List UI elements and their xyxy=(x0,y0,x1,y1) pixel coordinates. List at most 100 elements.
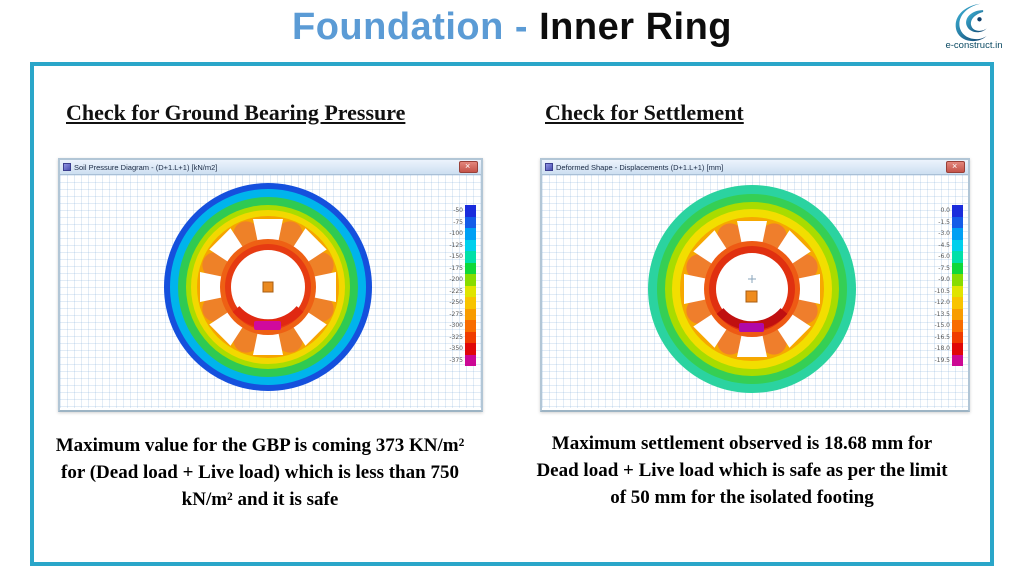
colorbar-swatch xyxy=(952,331,963,343)
colorbar-value: -9.0 xyxy=(938,276,950,283)
colorbar-swatch xyxy=(952,251,963,263)
colorbar-row: -300 xyxy=(442,320,476,332)
colorbar-value: -300 xyxy=(449,322,463,329)
colorbar-row: -375 xyxy=(442,354,476,366)
colorbar-row: -12.0 xyxy=(929,297,963,309)
colorbar-value: -15.0 xyxy=(934,322,950,329)
window-icon xyxy=(63,163,71,171)
colorbar-swatch xyxy=(465,297,476,309)
window-titlebar[interactable]: Deformed Shape - Displacements (D+1.L+1)… xyxy=(542,160,968,175)
settlement-caption: Maximum settlement observed is 18.68 mm … xyxy=(514,430,970,511)
colorbar-row: -13.5 xyxy=(929,308,963,320)
company-logo: e-construct.in xyxy=(929,1,1019,51)
colorbar-row: -9.0 xyxy=(929,274,963,286)
caption-line: Maximum settlement observed is 18.68 mm … xyxy=(551,433,933,454)
caption-line: Dead load + Live load which is safe as p… xyxy=(536,460,948,481)
colorbar-value: -250 xyxy=(449,299,463,306)
colorbar-row: -10.5 xyxy=(929,285,963,297)
colorbar-value: -225 xyxy=(449,287,463,295)
colorbar-value: -13.5 xyxy=(934,310,950,318)
colorbar-row: -100 xyxy=(442,228,476,240)
colorbar-row: -15.0 xyxy=(929,320,963,332)
colorbar-row: -18.0 xyxy=(929,343,963,355)
caption-line: of 50 mm for the isolated footing xyxy=(610,487,874,508)
colorbar-value: -200 xyxy=(449,276,463,283)
colorbar-value: -325 xyxy=(449,333,463,341)
colorbar-value: -18.0 xyxy=(934,345,950,352)
colorbar-swatch xyxy=(952,354,963,366)
colorbar-value: -125 xyxy=(449,241,463,249)
colorbar-row: -250 xyxy=(442,297,476,309)
colorbar-value: -100 xyxy=(449,230,463,237)
heading-ground-bearing-pressure: Check for Ground Bearing Pressure xyxy=(66,100,406,125)
colorbar-value: -10.5 xyxy=(934,287,950,295)
colorbar-swatch xyxy=(465,228,476,240)
colorbar-value: -175 xyxy=(449,264,463,272)
colorbar-value: -275 xyxy=(449,310,463,318)
colorbar-value: -50 xyxy=(453,207,463,214)
colorbar-row: -125 xyxy=(442,239,476,251)
colorbar-value: -3.0 xyxy=(938,230,950,237)
e-construct-logo-icon xyxy=(955,3,987,42)
colorbar-swatch xyxy=(465,239,476,251)
colorbar-value: -4.5 xyxy=(938,241,950,249)
colorbar-value: -1.5 xyxy=(938,218,950,226)
colorbar-swatch xyxy=(952,205,963,217)
colorbar-row: 0.0 xyxy=(929,205,963,217)
colorbar-swatch xyxy=(952,274,963,286)
soil-pressure-window: Soil Pressure Diagram - (D+1.L+1) [kN/m2… xyxy=(58,158,483,412)
colorbar-swatch xyxy=(465,308,476,320)
plot-area: -50 -75 -100 xyxy=(60,175,481,408)
colorbar-swatch xyxy=(465,331,476,343)
colorbar-value: -7.5 xyxy=(938,264,950,272)
close-icon[interactable] xyxy=(946,161,965,173)
colorbar-swatch xyxy=(952,228,963,240)
colorbar-swatch xyxy=(952,343,963,355)
colorbar-row: -7.5 xyxy=(929,262,963,274)
close-icon[interactable] xyxy=(459,161,478,173)
colorbar-swatch xyxy=(465,320,476,332)
colorbar-value: -6.0 xyxy=(938,253,950,260)
gbp-caption: Maximum value for the GBP is coming 373 … xyxy=(42,432,478,513)
colorbar-row: -350 xyxy=(442,343,476,355)
colorbar-row: -225 xyxy=(442,285,476,297)
colorbar-row: -1.5 xyxy=(929,216,963,228)
colorbar-value: -375 xyxy=(449,356,463,364)
caption-line: Maximum value for the GBP is coming 373 … xyxy=(55,435,465,456)
settlement-colorbar: 0.0 -1.5 -3.0 xyxy=(929,205,963,366)
caption-line: for (Dead load + Live load) which is les… xyxy=(61,462,459,483)
colorbar-swatch xyxy=(952,297,963,309)
heading-settlement: Check for Settlement xyxy=(545,100,744,125)
colorbar-value: 0.0 xyxy=(940,207,950,214)
colorbar-swatch xyxy=(952,216,963,228)
window-title: Deformed Shape - Displacements (D+1.L+1)… xyxy=(556,162,724,172)
colorbar-value: -75 xyxy=(453,218,463,226)
colorbar-row: -19.5 xyxy=(929,354,963,366)
page-title: Foundation - Inner Ring xyxy=(0,6,1024,49)
window-titlebar[interactable]: Soil Pressure Diagram - (D+1.L+1) [kN/m2… xyxy=(60,160,481,175)
caption-line: kN/m² and it is safe xyxy=(181,489,339,510)
colorbar-swatch xyxy=(465,205,476,217)
pressure-contour-plot xyxy=(164,183,372,391)
colorbar-row: -4.5 xyxy=(929,239,963,251)
colorbar-row: -275 xyxy=(442,308,476,320)
settlement-window: Deformed Shape - Displacements (D+1.L+1)… xyxy=(540,158,970,412)
colorbar-swatch xyxy=(952,308,963,320)
colorbar-value: -12.0 xyxy=(934,299,950,306)
colorbar-row: -175 xyxy=(442,262,476,274)
logo-text: e-construct.in xyxy=(945,40,1003,51)
colorbar-value: -350 xyxy=(449,345,463,352)
colorbar-swatch xyxy=(952,262,963,274)
colorbar-swatch xyxy=(465,251,476,263)
colorbar-row: -6.0 xyxy=(929,251,963,263)
colorbar-row: -50 xyxy=(442,205,476,217)
title-inner-ring: Inner Ring xyxy=(539,6,732,48)
colorbar-swatch xyxy=(465,285,476,297)
pressure-colorbar: -50 -75 -100 xyxy=(442,205,476,366)
window-title: Soil Pressure Diagram - (D+1.L+1) [kN/m2… xyxy=(74,162,218,172)
settlement-contour-plot xyxy=(648,185,856,393)
colorbar-swatch xyxy=(952,320,963,332)
colorbar-swatch xyxy=(465,274,476,286)
colorbar-row: -16.5 xyxy=(929,331,963,343)
